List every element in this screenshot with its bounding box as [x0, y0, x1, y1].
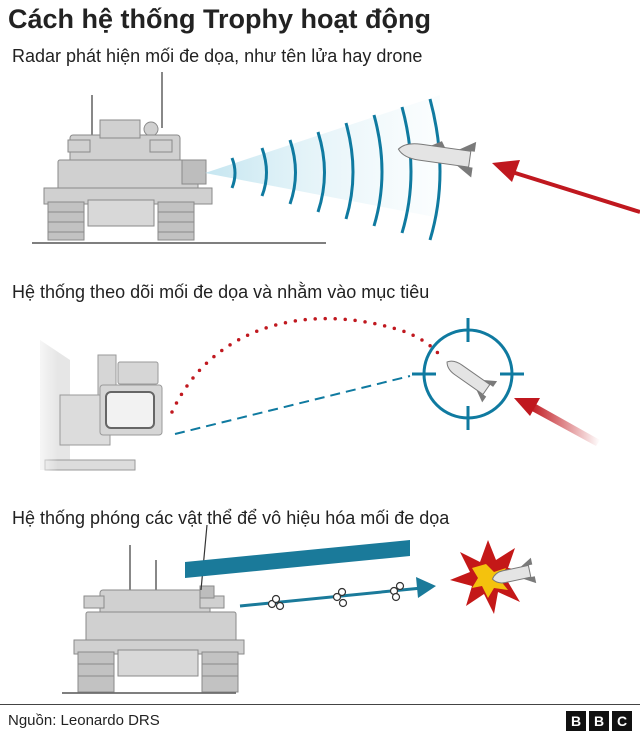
- interceptor-beam: [185, 540, 410, 578]
- step-2-caption: Hệ thống theo dõi mối đe dọa và nhằm vào…: [12, 282, 430, 302]
- missile-icon: [397, 141, 477, 178]
- threat-arrow-2: [514, 398, 600, 446]
- bbc-logo: B B C: [566, 711, 632, 731]
- scene-1-radar-detection: [32, 72, 640, 244]
- footer-divider: [0, 704, 640, 705]
- tracking-line: [174, 375, 411, 435]
- scene-2-tracking: [30, 316, 600, 480]
- tank-front-view: [73, 545, 245, 693]
- bbc-logo-letter: C: [612, 711, 632, 731]
- radar-waves: [230, 98, 442, 241]
- step-1-caption: Radar phát hiện mối đe dọa, như tên lửa …: [12, 46, 423, 66]
- page-title: Cách hệ thống Trophy hoạt động: [8, 4, 431, 34]
- step-3-caption: Hệ thống phóng các vật thể để vô hiệu hó…: [12, 508, 450, 528]
- launcher-leader-line: [200, 524, 208, 591]
- threat-trajectory: [170, 316, 444, 414]
- missile-icon: [446, 360, 498, 403]
- scene-3-countermeasure: [62, 524, 537, 694]
- explosion-icon: [450, 540, 537, 614]
- interceptor-pellets: [239, 577, 436, 611]
- bbc-logo-letter: B: [566, 711, 586, 731]
- bbc-logo-letter: B: [589, 711, 609, 731]
- source-credit: Nguồn: Leonardo DRS: [8, 712, 160, 729]
- tank-front-view: [43, 72, 213, 241]
- crosshair-icon: [412, 318, 524, 430]
- threat-arrow-1: [492, 160, 640, 214]
